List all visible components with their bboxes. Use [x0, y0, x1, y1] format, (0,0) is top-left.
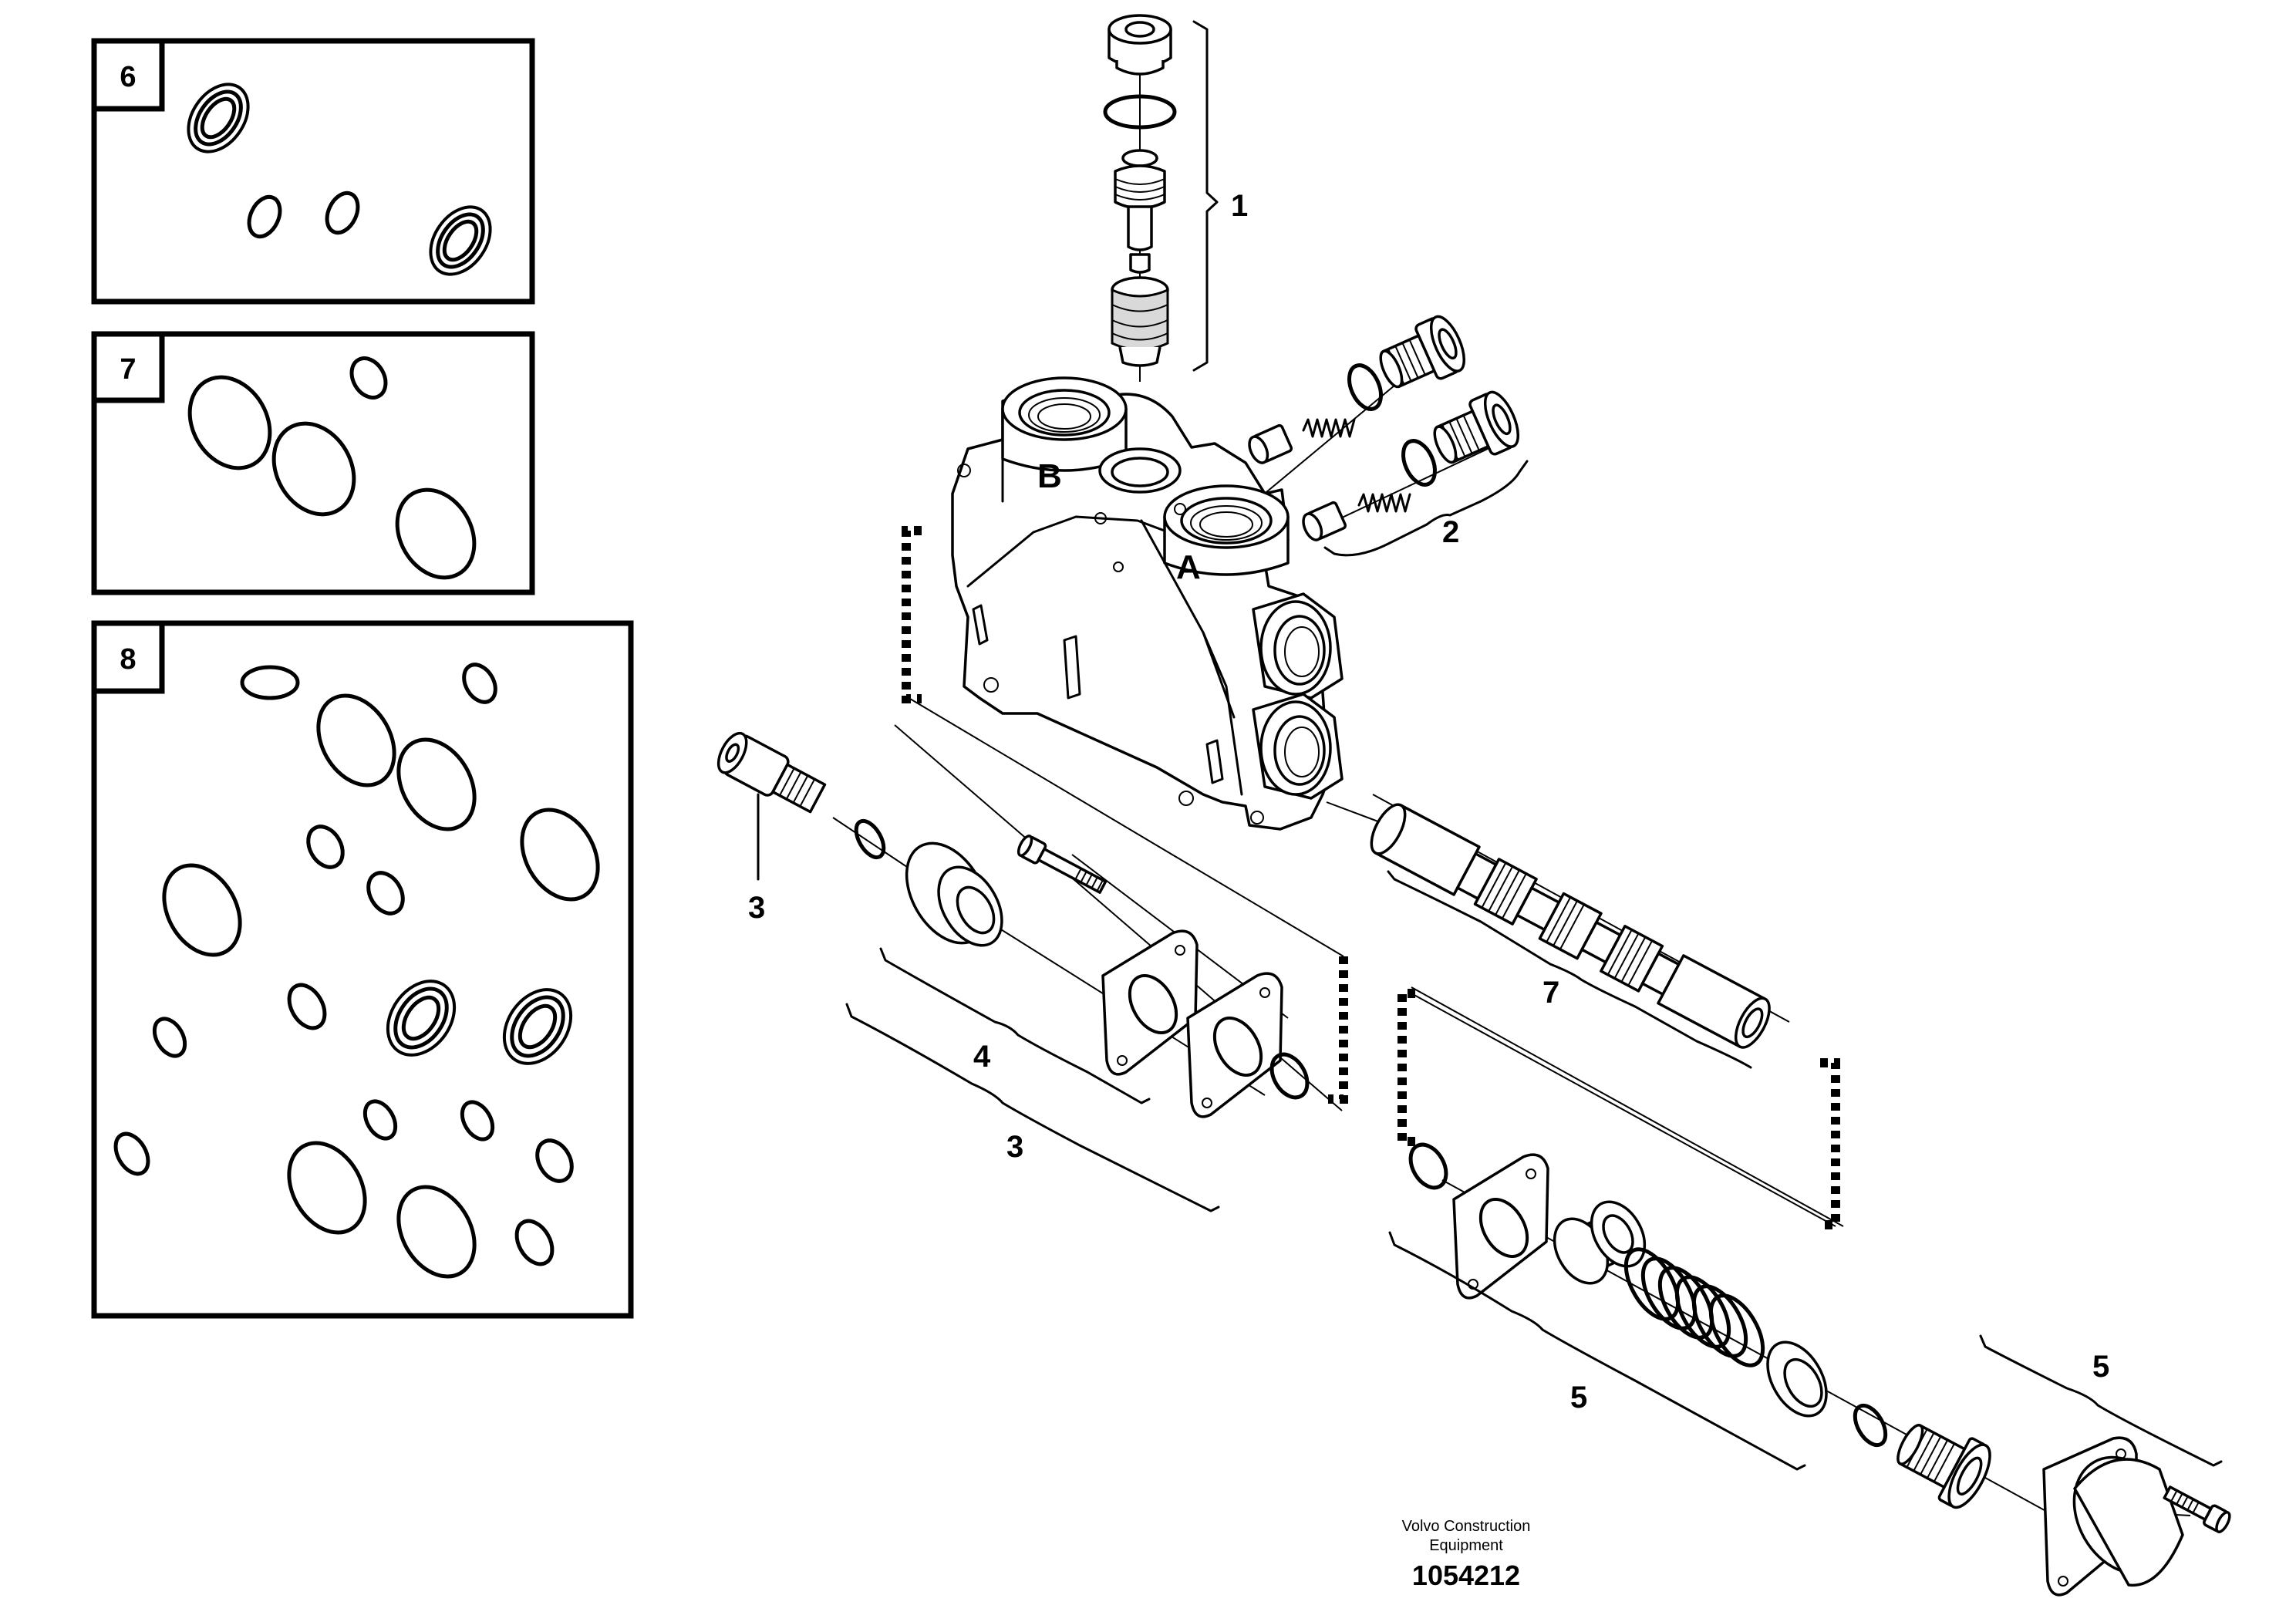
o-ring: [854, 818, 886, 860]
o-ring: [1103, 94, 1177, 130]
o-ring: [240, 665, 300, 700]
o-ring: [247, 194, 282, 239]
spring-seat: [1553, 1200, 1647, 1285]
o-ring: [462, 663, 497, 704]
o-ring: [113, 1131, 150, 1176]
check-plug: [1433, 390, 1519, 464]
bracket-1: [1192, 20, 1219, 372]
callout-1: 1: [1231, 189, 1248, 223]
o-ring: [187, 375, 272, 470]
drawing-number: 1054212: [1412, 1560, 1520, 1591]
kit-box-7: 7: [91, 331, 535, 595]
bracket-7: [1387, 870, 1752, 1069]
poppet: [1302, 501, 1347, 541]
o-ring: [325, 191, 360, 235]
o-ring: [1401, 439, 1437, 487]
o-ring: [162, 863, 242, 957]
o-ring: [396, 737, 477, 831]
callout-5-lower: 5: [1570, 1381, 1587, 1415]
check-plug: [1379, 315, 1465, 389]
callout-2: 2: [1442, 515, 1459, 549]
check-valve-lower: [1302, 390, 1519, 541]
spring-cover-plate: [1452, 1153, 1549, 1300]
o-ring: [316, 693, 396, 787]
o-ring: [349, 356, 388, 400]
flange-plate: [1101, 929, 1199, 1076]
o-ring: [460, 1100, 495, 1141]
valve-sleeve: [1111, 276, 1169, 367]
kit-box-8: 8: [91, 620, 634, 1319]
seal-ring: [429, 205, 492, 276]
poppet: [1248, 423, 1293, 464]
o-ring: [395, 487, 477, 580]
o-ring: [514, 1219, 555, 1266]
o-ring: [396, 1185, 477, 1279]
callout-7: 7: [1542, 976, 1559, 1010]
o-ring: [1269, 1052, 1310, 1100]
port-a-label: A: [1176, 548, 1201, 586]
kit-box-6: 6: [91, 38, 535, 305]
seal-ring: [187, 83, 250, 153]
assembly-centre-lines: [832, 31, 2191, 1532]
spring-cap: [905, 841, 1003, 947]
end-cap-screw: [2163, 1485, 2231, 1533]
valve-poppet: [1114, 149, 1166, 274]
kit-number-8: 8: [120, 643, 136, 676]
end-cap: [2042, 1436, 2184, 1597]
bracket-5-lower: [1388, 1231, 1806, 1471]
o-ring: [271, 421, 356, 517]
o-ring: [306, 824, 345, 869]
relief-valve-assembly: [1103, 14, 1177, 367]
side-port-upper: [1252, 592, 1344, 700]
seal-ring: [502, 988, 573, 1065]
o-ring: [520, 808, 600, 902]
o-ring: [1853, 1403, 1888, 1448]
port-b-label: B: [1037, 457, 1062, 495]
o-ring: [1408, 1142, 1448, 1190]
gasket-plate: [1186, 972, 1283, 1118]
o-ring: [287, 983, 327, 1030]
bracket-5-right: [1979, 1334, 2223, 1467]
port-centre: [1098, 447, 1182, 494]
o-ring: [535, 1138, 574, 1183]
o-ring: [152, 1017, 187, 1058]
spring: [1357, 493, 1411, 513]
o-ring: [1347, 363, 1383, 411]
seal-ring: [386, 980, 457, 1057]
callout-3-lower: 3: [1006, 1130, 1023, 1164]
callout-3-upper: 3: [748, 891, 765, 925]
credit-line-1: Volvo Construction: [1402, 1518, 1531, 1535]
kit-number-6: 6: [120, 61, 136, 93]
o-ring: [362, 1099, 398, 1141]
callout-4: 4: [973, 1040, 991, 1074]
end-plug: [1896, 1424, 1991, 1509]
return-spring: [1623, 1247, 1765, 1367]
spring: [1302, 418, 1356, 438]
credit-line-2: Equipment: [1429, 1537, 1503, 1554]
port-b: [1001, 376, 1128, 472]
bracket-3: [845, 1003, 1220, 1212]
kit-number-7: 7: [120, 353, 136, 386]
o-ring: [366, 871, 405, 916]
spool: [1370, 803, 1771, 1049]
callout-5-right: 5: [2092, 1350, 2109, 1384]
bracket-2: [1323, 460, 1529, 557]
valve-body: B A: [951, 376, 1344, 831]
plug: [1108, 14, 1172, 76]
side-port-lower: [1252, 693, 1344, 800]
o-ring: [287, 1141, 367, 1235]
dashed-leader-lines: [902, 526, 1840, 1229]
cap-screw: [1017, 835, 1108, 894]
port-a: [1163, 484, 1290, 576]
spring-seat-outer: [1766, 1340, 1828, 1418]
adapter-fitting: [716, 731, 827, 814]
bracket-4: [879, 947, 1151, 1104]
check-valve-upper: [1248, 315, 1465, 464]
